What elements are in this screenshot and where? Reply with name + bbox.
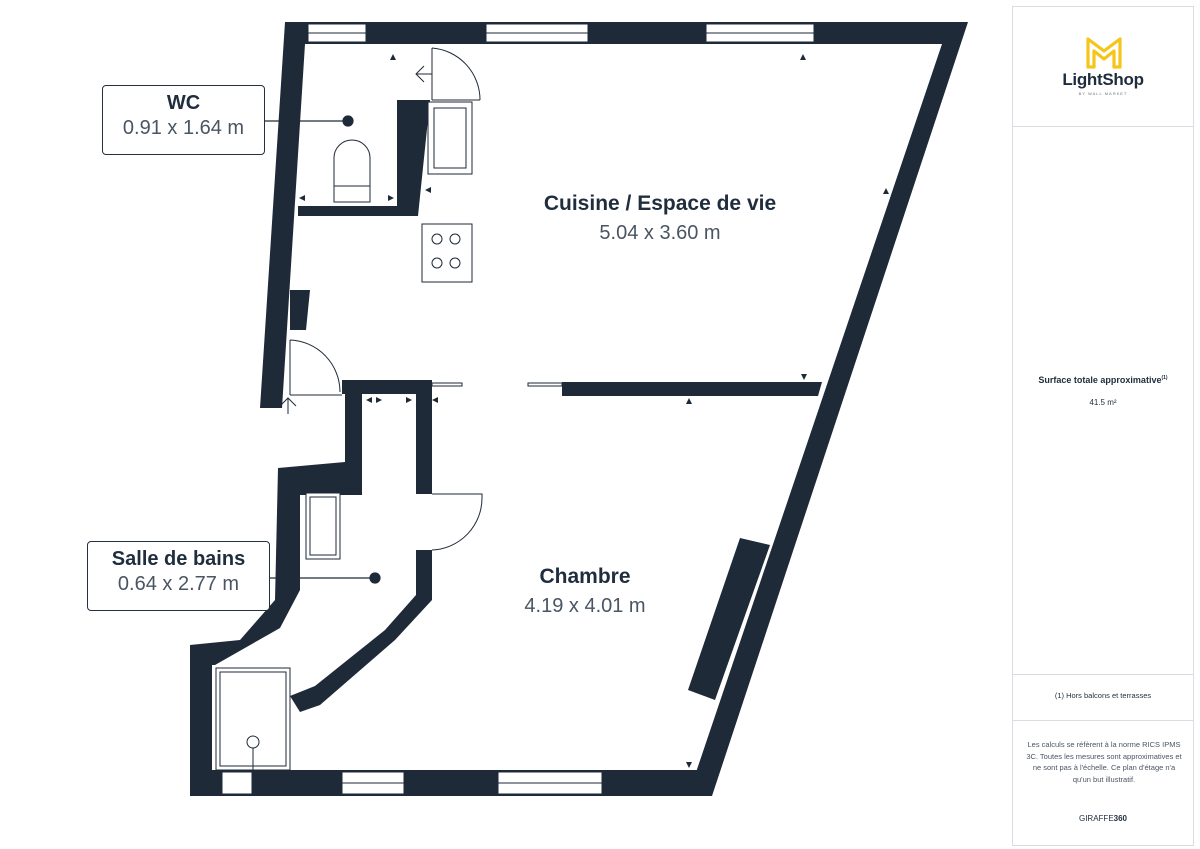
cuisine-label: Cuisine / Espace de vie 5.04 x 3.60 m	[500, 192, 820, 245]
salle-de-bains-label: Salle de bains 0.64 x 2.77 m	[87, 541, 270, 611]
floor-plan	[190, 22, 968, 796]
cooktop-icon	[421, 223, 473, 283]
surface-value: 41.5 m²	[1089, 398, 1117, 407]
logo-tagline: BY WALL MARKET	[1078, 91, 1128, 96]
partition-bath-right	[342, 380, 432, 394]
structural-pillar	[688, 538, 770, 700]
column-left	[290, 290, 310, 330]
chambre-name: Chambre	[539, 565, 631, 588]
bath-marker	[369, 572, 381, 584]
surface-note-mark: (1)	[1161, 375, 1168, 381]
partition-bath-col	[416, 394, 432, 494]
window	[221, 771, 253, 795]
partition-chambre-cuisine	[562, 382, 822, 396]
footnote-section: (1) Hors balcons et terrasses	[1013, 675, 1193, 721]
chambre-label: Chambre 4.19 x 4.01 m	[465, 565, 705, 618]
surface-section: Surface totale approximative(1) 41.5 m²	[1013, 127, 1193, 675]
door-arrow-icon	[415, 65, 432, 83]
door-entry	[289, 339, 341, 395]
surface-label-text: Surface totale approximative	[1038, 375, 1162, 385]
partition-wc-bottom	[298, 206, 418, 216]
partition-wc-vertical	[397, 100, 430, 216]
wc-name: WC	[166, 92, 201, 114]
wc-label: WC 0.91 x 1.64 m	[102, 85, 265, 155]
lightshop-logo-icon	[1086, 37, 1122, 69]
door-wc	[431, 47, 481, 101]
disclaimer-section: Les calculs se réfèrent à la norme RICS …	[1013, 721, 1193, 845]
logo-section: LightShop BY WALL MARKET	[1013, 7, 1193, 127]
wc-dims: 0.91 x 1.64 m	[122, 117, 245, 139]
brand-suffix: 360	[1113, 814, 1128, 823]
cuisine-dims: 5.04 x 3.60 m	[599, 222, 721, 244]
cuisine-name: Cuisine / Espace de vie	[543, 192, 777, 215]
west-wall-lower	[190, 645, 212, 796]
info-sidebar: LightShop BY WALL MARKET Surface totale …	[1012, 6, 1194, 846]
door-opening	[527, 382, 563, 387]
door-arrow-icon	[279, 397, 297, 414]
partition-bath-angled	[290, 550, 432, 712]
footnote-text: (1) Hors balcons et terrasses	[1054, 691, 1152, 700]
door-bathroom	[431, 493, 483, 551]
toilet-icon	[333, 185, 371, 203]
door-opening	[431, 382, 463, 387]
disclaimer-text: Les calculs se réfèrent à la norme RICS …	[1026, 740, 1182, 784]
brand-prefix: GIRAFFE	[1078, 814, 1114, 823]
salle-de-bains-dims: 0.64 x 2.77 m	[117, 573, 240, 595]
wc-marker	[342, 115, 354, 127]
chambre-dims: 4.19 x 4.01 m	[524, 595, 646, 617]
logo-name: LightShop	[1062, 70, 1144, 89]
giraffe-brand: GIRAFFE360	[1013, 814, 1193, 823]
bathroom-outer-wall	[190, 385, 362, 665]
exterior-wall-bottom	[190, 770, 712, 796]
exterior-wall	[260, 22, 968, 796]
surface-label: Surface totale approximative(1)	[1013, 375, 1193, 385]
salle-de-bains-name: Salle de bains	[111, 548, 246, 570]
exterior-wall-top-left	[288, 22, 308, 44]
